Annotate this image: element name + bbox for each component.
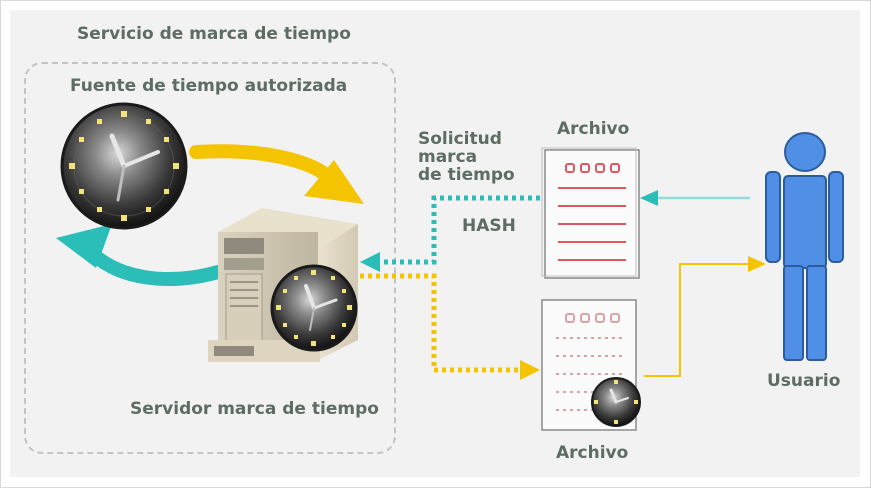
- yellow-curved-arrow: [189, 144, 364, 204]
- teal-hash-request-arrow: [360, 195, 540, 272]
- yellow-timestamp-return-arrow: [360, 273, 540, 380]
- document-top-icon: [541, 147, 640, 279]
- document-clock-stamp-icon: [591, 377, 641, 427]
- teal-user-to-document-arrow: [640, 190, 750, 206]
- diagram-panel: [10, 10, 860, 477]
- service-title: Servicio de marca de tiempo: [77, 24, 351, 44]
- request-label-line3: de tiempo: [418, 165, 515, 185]
- server-clock-icon: [270, 264, 358, 352]
- request-label-line2: marca: [418, 147, 478, 167]
- authority-clock-icon: [60, 102, 188, 230]
- file-top-label: Archivo: [557, 119, 630, 139]
- document-bottom-icon: [541, 299, 637, 431]
- teal-curved-arrow: [56, 224, 225, 287]
- user-icon: [765, 132, 844, 361]
- yellow-document-to-user-arrow: [644, 256, 766, 377]
- hash-label: HASH: [462, 216, 516, 236]
- source-title: Fuente de tiempo autorizada: [70, 76, 348, 96]
- service-boundary: [24, 62, 396, 454]
- user-label: Usuario: [767, 371, 841, 391]
- server-label: Servidor marca de tiempo: [130, 399, 379, 419]
- request-label-line1: Solicitud: [418, 129, 502, 149]
- file-bottom-label: Archivo: [556, 443, 629, 463]
